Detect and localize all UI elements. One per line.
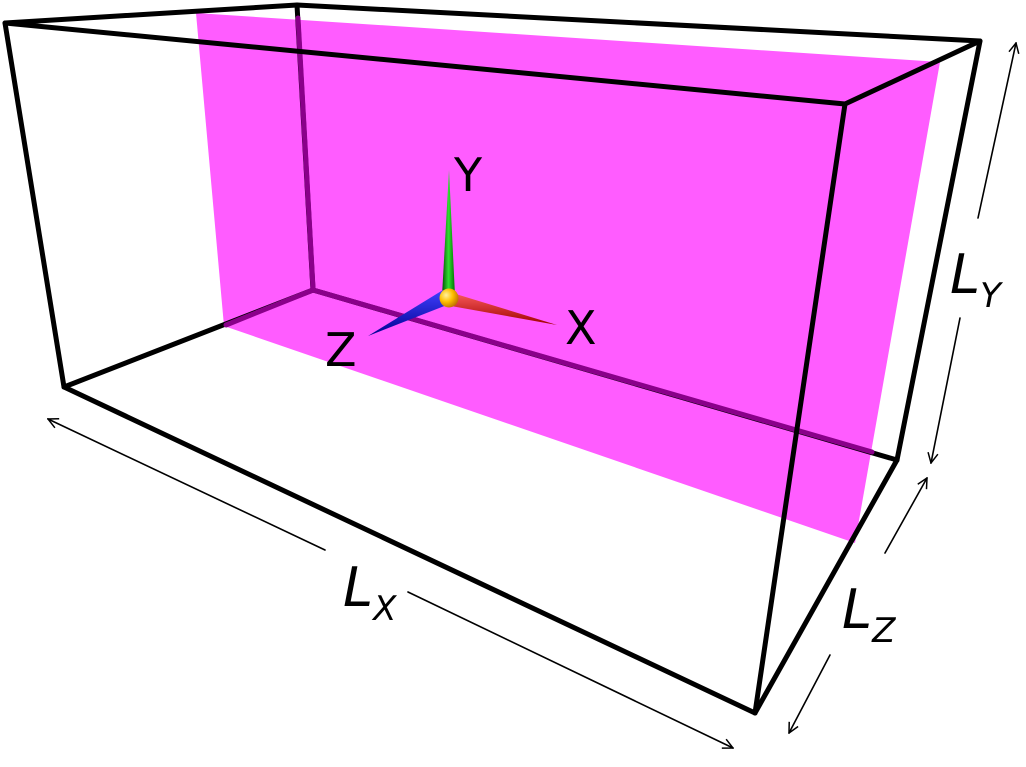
ly-dimension-arrow-top — [977, 43, 1016, 219]
ly-dimension-arrow-bottom — [931, 317, 961, 463]
y-axis-label: Y — [453, 148, 483, 202]
lz-symbol: L — [842, 578, 872, 641]
origin-sphere — [439, 288, 459, 308]
lz-dimension-arrow-bottom — [788, 654, 831, 733]
ly-subscript: Y — [980, 276, 1003, 316]
box-edge-front-right-vertical — [752, 101, 848, 716]
lx-dimension-arrow-left — [48, 419, 326, 551]
box-edge-behind-plane-diagonal — [223, 287, 316, 328]
lz-dimension-label: LZ — [842, 578, 896, 651]
ly-dimension-label: LY — [950, 243, 1003, 316]
box-edge-right-bottom — [752, 457, 900, 716]
box-edge-front-bottom — [61, 384, 758, 716]
box-edge-behind-plane-vertical — [295, 15, 316, 291]
ly-symbol: L — [950, 243, 980, 306]
lx-symbol: L — [343, 556, 373, 619]
lz-subscript: Z — [871, 611, 896, 651]
x-axis-label: X — [565, 301, 597, 355]
lx-dimension-arrow-right — [407, 591, 733, 748]
z-axis-arrow — [368, 290, 452, 336]
lx-dimension-label: LX — [343, 556, 397, 629]
lx-subscript: X — [371, 589, 397, 629]
box-edge-front-left-vertical — [2, 20, 67, 390]
y-axis-arrow — [442, 170, 455, 296]
lz-dimension-arrow-top — [884, 478, 927, 554]
axes-triad — [368, 170, 557, 336]
z-axis-label: Z — [325, 323, 357, 377]
x-axis-arrow — [446, 291, 557, 325]
mid-plane — [196, 13, 940, 543]
box-edge-right-vertical — [894, 38, 983, 463]
